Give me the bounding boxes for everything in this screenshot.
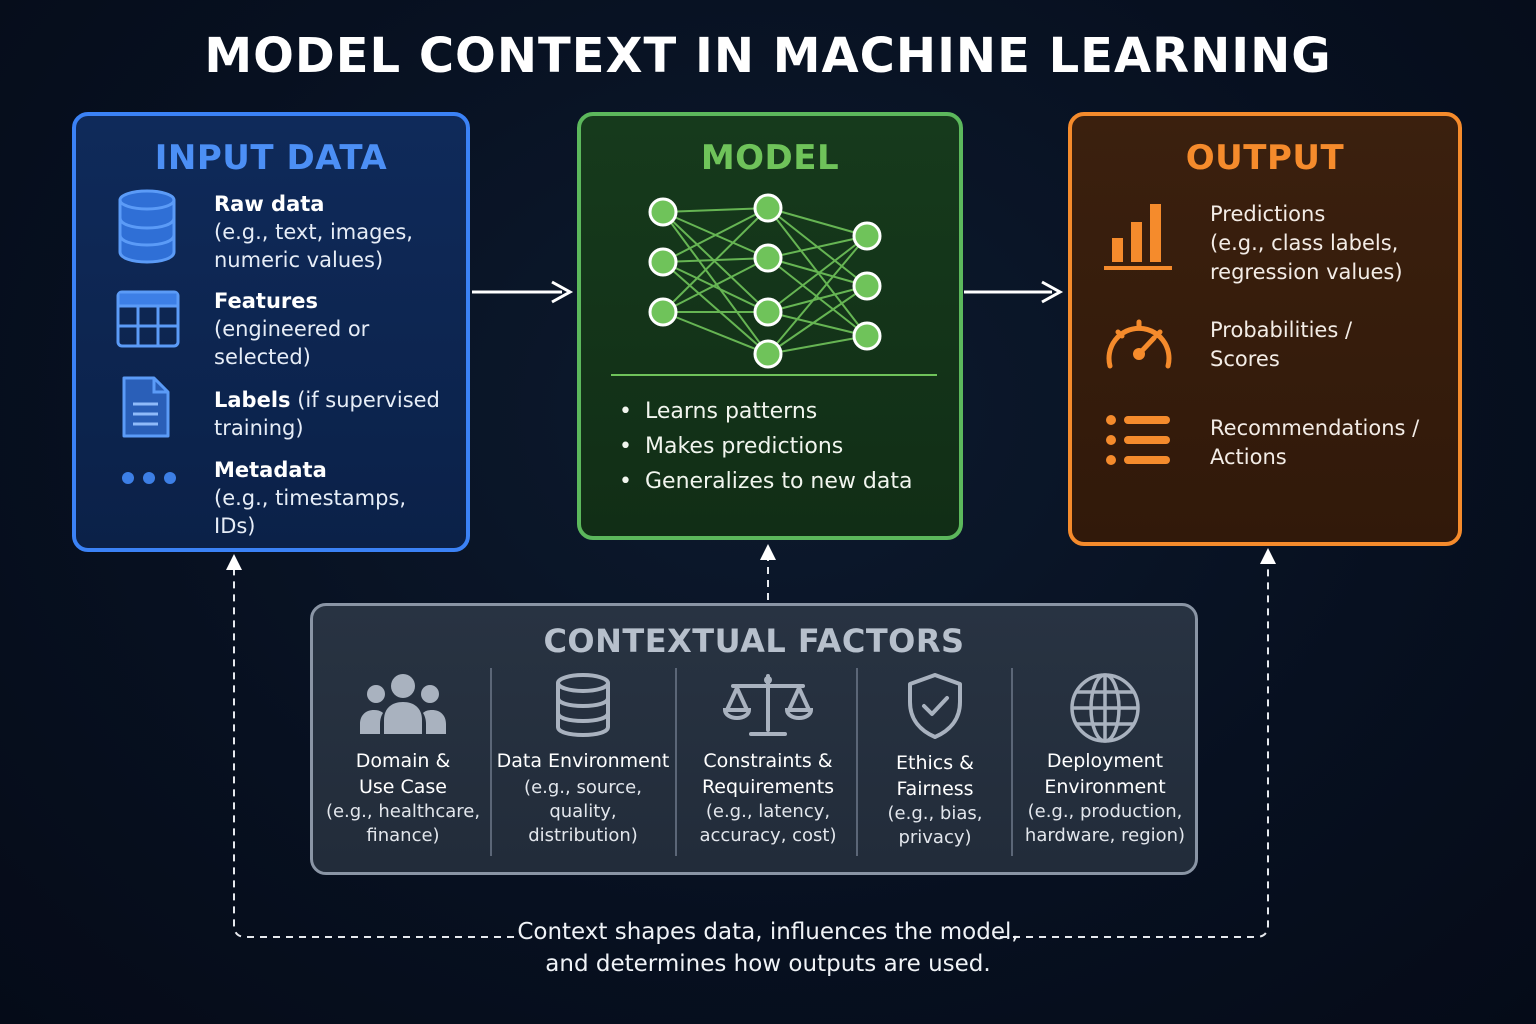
input-data-title: INPUT DATA	[154, 138, 388, 178]
output-title: OUTPUT	[1185, 138, 1345, 178]
document-icon	[122, 376, 170, 438]
globe-icon	[1070, 673, 1140, 743]
network-edge	[767, 235, 868, 355]
bar-chart-icon	[1104, 204, 1172, 270]
network-node	[648, 247, 678, 277]
people-icon	[360, 674, 446, 734]
output-item-recommendations: Recommendations / Actions	[1210, 416, 1420, 469]
caption: Context shapes data, influences the mode…	[517, 919, 1019, 977]
input-item-raw-data: Raw data (e.g., text, images, numeric va…	[214, 192, 413, 272]
output-item-probabilities: Probabilities / Scores	[1210, 318, 1353, 371]
network-node	[753, 243, 783, 273]
network-node	[648, 297, 678, 327]
input-data-panel: INPUT DATA Raw data (e.g., text, images,…	[72, 112, 470, 552]
network-node	[648, 197, 678, 227]
model-capabilities-list: Learns patterns Makes predictions Genera…	[619, 394, 912, 499]
list-item: Makes predictions	[619, 429, 912, 464]
contextual-factors-panel: CONTEXTUAL FACTORS Domain &Use Case (e.g…	[310, 603, 1198, 875]
network-edge	[662, 311, 769, 355]
diagram-title: MODEL CONTEXT IN MACHINE LEARNING	[204, 28, 1332, 84]
arrow-input-to-model	[472, 280, 574, 304]
input-item-metadata: Metadata (e.g., timestamps, IDs)	[214, 458, 407, 538]
factor-data-environment: Data Environment (e.g., source,quality, …	[495, 666, 671, 866]
network-edge	[767, 335, 868, 355]
network-edge	[767, 285, 868, 313]
model-title: MODEL	[700, 138, 840, 178]
output-panel: OUTPUT Predictions (e.g., class labels, …	[1068, 112, 1462, 546]
network-edge	[662, 211, 769, 355]
divider	[856, 668, 858, 856]
input-item-features: Features (engineered or selected)	[214, 289, 370, 369]
table-icon	[116, 290, 180, 348]
ellipsis-icon	[122, 472, 176, 484]
divider	[675, 668, 677, 856]
gauge-icon	[1106, 319, 1172, 369]
network-node	[852, 321, 882, 351]
network-edge	[662, 257, 769, 313]
network-edge	[662, 211, 769, 313]
network-edge	[767, 207, 868, 237]
neural-network-icon	[648, 193, 882, 369]
shield-check-icon	[908, 673, 962, 739]
divider	[1011, 668, 1013, 856]
network-edge	[767, 257, 868, 287]
scales-icon	[723, 674, 813, 736]
contextual-factors-title: CONTEXTUAL FACTORS	[543, 622, 965, 660]
network-edge	[662, 207, 769, 263]
list-icon	[1106, 415, 1170, 465]
factor-domain-use-case: Domain &Use Case (e.g., healthcare,finan…	[323, 666, 483, 866]
input-item-labels: Labels (if supervised training)	[214, 388, 440, 440]
network-edge	[767, 257, 868, 337]
network-node	[852, 221, 882, 251]
network-edge	[662, 261, 769, 313]
factor-ethics-fairness: Ethics &Fairness (e.g., bias,privacy)	[861, 666, 1009, 866]
factor-constraints-requirements: Constraints &Requirements (e.g., latency…	[679, 666, 857, 866]
network-edge	[662, 207, 769, 313]
list-item: Generalizes to new data	[619, 464, 912, 499]
network-node	[753, 297, 783, 327]
divider	[490, 668, 492, 856]
database-icon	[118, 189, 176, 264]
arrow-model-to-output	[964, 280, 1064, 304]
network-edge	[767, 285, 868, 355]
network-edge	[767, 235, 868, 313]
network-edge	[662, 207, 769, 213]
database-icon	[556, 673, 610, 738]
output-item-predictions: Predictions (e.g., class labels, regress…	[1210, 202, 1403, 284]
network-node	[753, 193, 783, 223]
network-node	[753, 339, 783, 369]
network-edge	[767, 311, 868, 337]
network-edge	[662, 261, 769, 355]
network-edge	[767, 235, 868, 259]
model-panel: MODEL Learns patterns Makes predictions …	[577, 112, 963, 540]
model-divider	[611, 374, 937, 376]
list-item: Learns patterns	[619, 394, 912, 429]
network-node	[852, 271, 882, 301]
